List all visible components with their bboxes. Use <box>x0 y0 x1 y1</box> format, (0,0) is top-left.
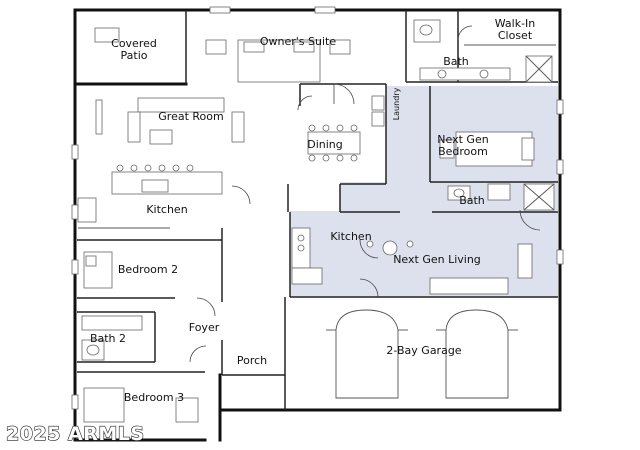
bedroom-3-bed <box>83 387 199 423</box>
patio-furniture <box>94 27 120 43</box>
doors <box>189 25 541 363</box>
great-room-furniture <box>95 97 245 145</box>
bedroom-2-label: Bedroom 2 <box>118 263 178 276</box>
owners-suite-label: Owner's Suite <box>260 35 336 48</box>
armls-watermark: 2025 ARMLS <box>6 423 145 445</box>
kitchen-label: Kitchen <box>146 203 187 216</box>
interior-walls <box>77 10 558 410</box>
bath-2-label: Bath 2 <box>90 332 126 345</box>
owners-suite-bed <box>205 39 351 83</box>
great-room-label: Great Room <box>158 110 223 123</box>
next-gen-kitchen-label: Kitchen <box>330 230 371 243</box>
bedroom-2-bed <box>83 251 113 289</box>
laundry-fixtures <box>371 95 385 127</box>
garage-label: 2-Bay Garage <box>386 344 461 357</box>
laundry-label: Laundry <box>392 87 401 120</box>
exterior-walls <box>73 8 562 442</box>
owner-bath-label: Bath <box>443 55 469 68</box>
porch-label: Porch <box>237 354 267 367</box>
next-gen-living-label: Next Gen Living <box>393 253 481 266</box>
next-gen-bath-fixtures <box>447 183 555 211</box>
dining-label: Dining <box>307 138 343 151</box>
foyer-label: Foyer <box>189 321 220 334</box>
windows <box>71 6 564 410</box>
next-gen-bath-label: Bath <box>459 194 485 207</box>
next-gen-kitchen-counter <box>291 227 323 285</box>
next-gen-bedroom-bed <box>439 131 535 167</box>
dining-table <box>307 124 361 162</box>
next-gen-living-furniture <box>366 240 533 295</box>
bedroom-3-label: Bedroom 3 <box>124 391 184 404</box>
bath-2-fixtures <box>81 315 143 361</box>
owner-bath-fixtures <box>413 19 556 83</box>
garage-car-outlines <box>326 309 518 399</box>
kitchen-island <box>77 164 223 229</box>
